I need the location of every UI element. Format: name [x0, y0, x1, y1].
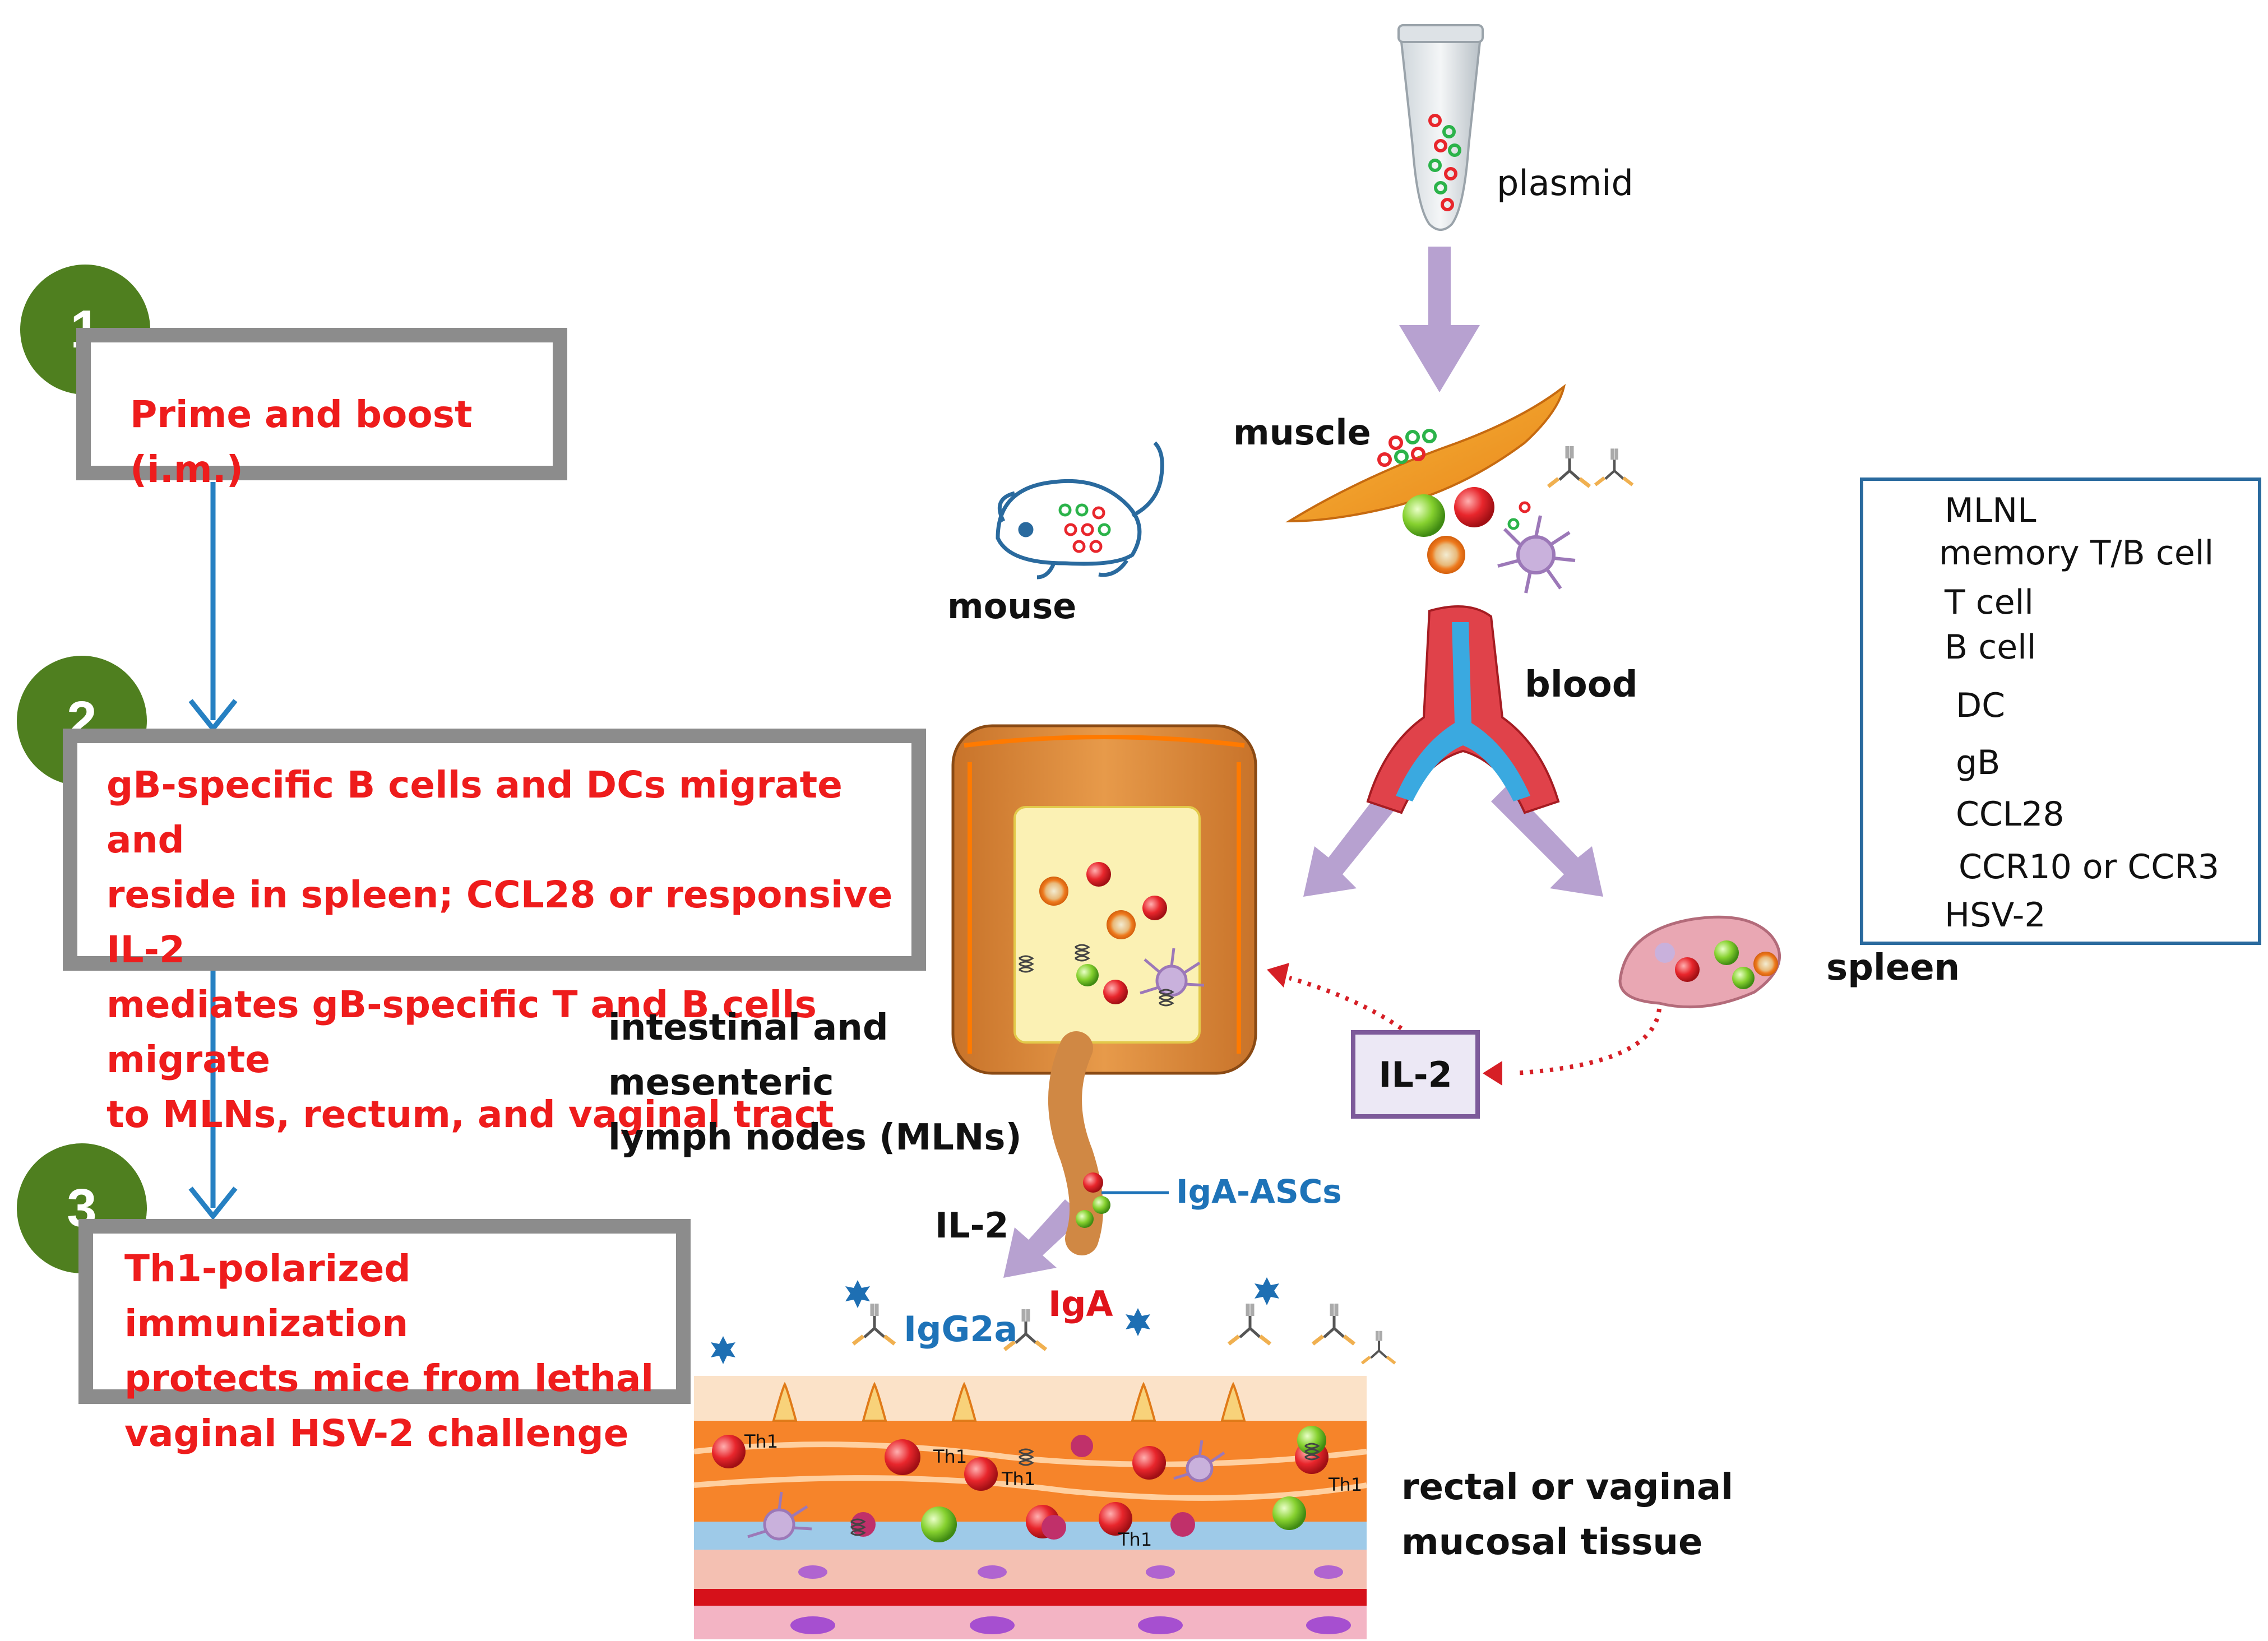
mucosa-label: rectal or vaginal mucosal tissue — [1401, 1467, 1734, 1563]
blood-vessel — [1366, 605, 1560, 814]
flow-arrow-2-to-3 — [188, 971, 238, 1221]
muscle-illustration — [1285, 383, 1632, 594]
arrow-blood-to-intestine — [1303, 785, 1401, 897]
legend-label-gb: gB — [1956, 743, 2001, 782]
spleen-label: spleen — [1826, 947, 1960, 989]
plasmid-tube — [1397, 24, 1484, 231]
il2-dotted-arrows — [1288, 976, 1661, 1076]
legend-label-mlnl: MLNL — [1945, 491, 2036, 530]
legend-label-memory: memory T/B cell — [1939, 534, 2214, 573]
mouse-label: mouse — [947, 586, 1077, 627]
flow-arrow-1-to-2 — [188, 482, 238, 733]
plasmid-label: plasmid — [1497, 163, 1633, 203]
th1-label: Th1 — [1002, 1468, 1036, 1490]
intestine-label: intestinal and mesenteric lymph nodes (M… — [608, 1007, 1022, 1158]
step-1-text: Prime and boost (i.m.) — [130, 393, 473, 491]
il2-box: IL-2 — [1351, 1030, 1480, 1119]
il2-arrow-label: IL-2 — [935, 1205, 1009, 1246]
il2-box-label: IL-2 — [1378, 1054, 1452, 1095]
iga-label: IgA — [1048, 1283, 1113, 1324]
step-2-text: gB-specific B cells and DCs migrate and … — [107, 763, 893, 1136]
th1-label: Th1 — [1118, 1529, 1152, 1550]
step-3-box-frame — [93, 1234, 676, 1389]
spleen-illustration — [1618, 915, 1781, 1009]
legend-label-dc: DC — [1956, 686, 2006, 725]
step-3-box: Th1-polarized immunization protects mice… — [78, 1219, 691, 1455]
arrow-blood-to-spleen — [1491, 785, 1603, 897]
th1-label: Th1 — [744, 1431, 779, 1452]
step-1-box: Prime and boost (i.m.) — [76, 328, 567, 491]
mucosal-tissue — [693, 1376, 1367, 1639]
th1-label: Th1 — [933, 1446, 968, 1467]
iga-ascs-label: IgA-ASCs — [1176, 1172, 1342, 1211]
step-2-box-frame — [77, 743, 911, 956]
step-1-box-frame — [91, 342, 553, 466]
blood-label: blood — [1525, 664, 1638, 706]
intestine-illustration — [951, 724, 1257, 1255]
legend-label-ccl28: CCL28 — [1956, 795, 2065, 834]
arrow-plasmid-to-muscle — [1399, 247, 1480, 392]
legend-label-tcell: T cell — [1945, 583, 2034, 622]
muscle-label: muscle — [1233, 412, 1371, 453]
th1-label: Th1 — [1329, 1474, 1363, 1495]
igg2a-label: IgG2a — [904, 1309, 1018, 1350]
legend-label-ccr: CCR10 or CCR3 — [1959, 847, 2219, 887]
step-2-box: gB-specific B cells and DCs migrate and … — [63, 729, 926, 1136]
legend-label-bcell: B cell — [1945, 628, 2036, 667]
step-3-text: Th1-polarized immunization protects mice… — [124, 1247, 654, 1455]
legend-box: MLNL memory T/B cell T cell B cell DC gB… — [1860, 478, 2261, 945]
arrow-mln-to-mucosa — [1003, 1199, 1085, 1278]
legend-label-hsv2: HSV-2 — [1945, 896, 2046, 935]
mouse-illustration — [996, 441, 1164, 580]
